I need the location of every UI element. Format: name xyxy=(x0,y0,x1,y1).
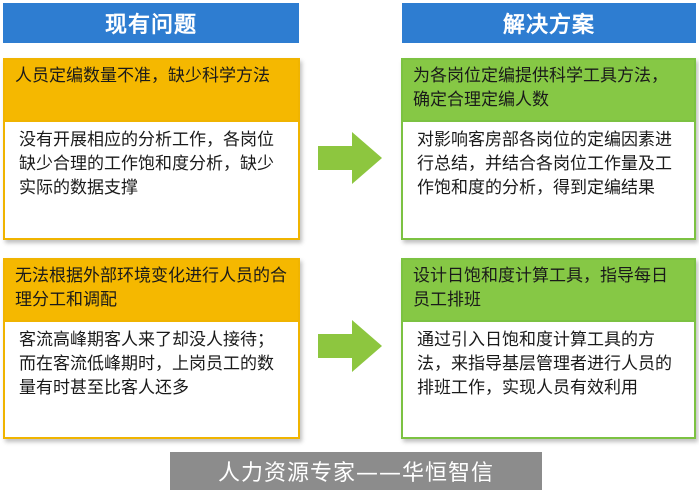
problem-detail-1: 没有开展相应的分析工作，各岗位缺少合理的工作饱和度分析，缺少实际的数据支撑 xyxy=(19,130,274,198)
solution-detail-1: 对影响客房部各岗位的定编因素进行总结，并结合各岗位工作量及工作饱和度的分析，得到… xyxy=(417,130,672,198)
solution-title-1: 为各岗位定编提供科学工具方法，确定合理定编人数 xyxy=(403,60,694,122)
problem-detail-2: 客流高峰期客人来了却没人接待；而在客流低峰期时，上岗员工的数量有时甚至比客人还多 xyxy=(19,330,274,398)
header-problems: 现有问题 xyxy=(3,3,299,43)
right-arrow-icon xyxy=(318,320,382,372)
solution-card-2: 设计日饱和度计算工具，指导每日员工排班 通过引入日饱和度计算工具的方法，来指导基… xyxy=(401,258,696,439)
footer-watermark: 人力资源专家——华恒智信 xyxy=(170,452,542,490)
solution-title-2: 设计日饱和度计算工具，指导每日员工排班 xyxy=(403,260,694,322)
problem-title-1: 人员定编数量不准，缺少科学方法 xyxy=(5,60,298,122)
right-arrow-icon xyxy=(318,132,382,184)
problem-card-1: 人员定编数量不准，缺少科学方法 没有开展相应的分析工作，各岗位缺少合理的工作饱和… xyxy=(3,58,300,240)
solution-detail-2: 通过引入日饱和度计算工具的方法，来指导基层管理者进行人员的排班工作，实现人员有效… xyxy=(417,330,672,398)
problem-title-2: 无法根据外部环境变化进行人员的合理分工和调配 xyxy=(5,260,298,322)
problem-card-2: 无法根据外部环境变化进行人员的合理分工和调配 客流高峰期客人来了却没人接待；而在… xyxy=(3,258,300,439)
solution-card-1: 为各岗位定编提供科学工具方法，确定合理定编人数 对影响客房部各岗位的定编因素进行… xyxy=(401,58,696,240)
header-solutions: 解决方案 xyxy=(402,3,696,43)
